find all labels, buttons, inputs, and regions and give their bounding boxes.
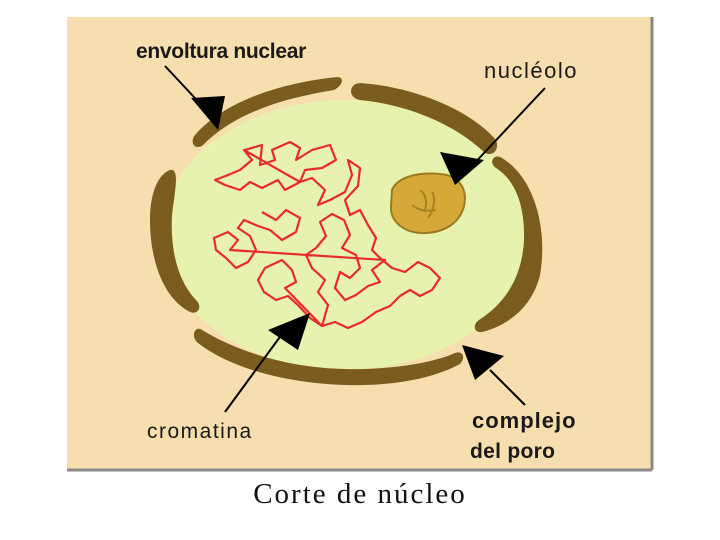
pointer-nucleolo bbox=[440, 87, 546, 185]
pointer-cromatina bbox=[224, 313, 310, 413]
envelope-segment-left bbox=[150, 169, 200, 313]
label-envoltura-nuclear: envoltura nuclear bbox=[136, 40, 306, 63]
envelope-segment-bottom bbox=[193, 328, 464, 386]
pointer-nucleolo-line bbox=[469, 87, 546, 169]
nucleolus bbox=[389, 172, 466, 235]
pointer-envoltura-arrowhead bbox=[191, 96, 225, 130]
pointer-complejo-arrowhead bbox=[462, 345, 504, 380]
label-complejo: complejo bbox=[472, 408, 577, 433]
pointer-cromatina-line bbox=[224, 329, 286, 413]
nucleolus-texture bbox=[411, 189, 437, 219]
pointer-envoltura bbox=[164, 65, 225, 130]
envelope-segment-top-right bbox=[351, 83, 498, 155]
envelope-segment-top-left bbox=[192, 77, 342, 147]
envelope-segment-right bbox=[474, 156, 543, 333]
label-del-poro: del poro bbox=[470, 440, 556, 463]
nucleoplasm bbox=[162, 100, 528, 370]
pointer-complejo-poro bbox=[462, 345, 526, 406]
figure-caption: Corte de núcleo bbox=[253, 478, 467, 510]
pointer-cromatina-arrowhead bbox=[268, 313, 310, 350]
label-cromatina: cromatina bbox=[147, 420, 253, 443]
chromatin-fiber bbox=[212, 140, 442, 330]
nucleolus-body bbox=[389, 172, 466, 235]
label-nucleolo: nucléolo bbox=[484, 58, 578, 83]
pointer-nucleolo-arrowhead bbox=[440, 152, 484, 185]
pointer-complejo-line bbox=[489, 369, 526, 406]
nuclear-envelope bbox=[150, 77, 543, 386]
